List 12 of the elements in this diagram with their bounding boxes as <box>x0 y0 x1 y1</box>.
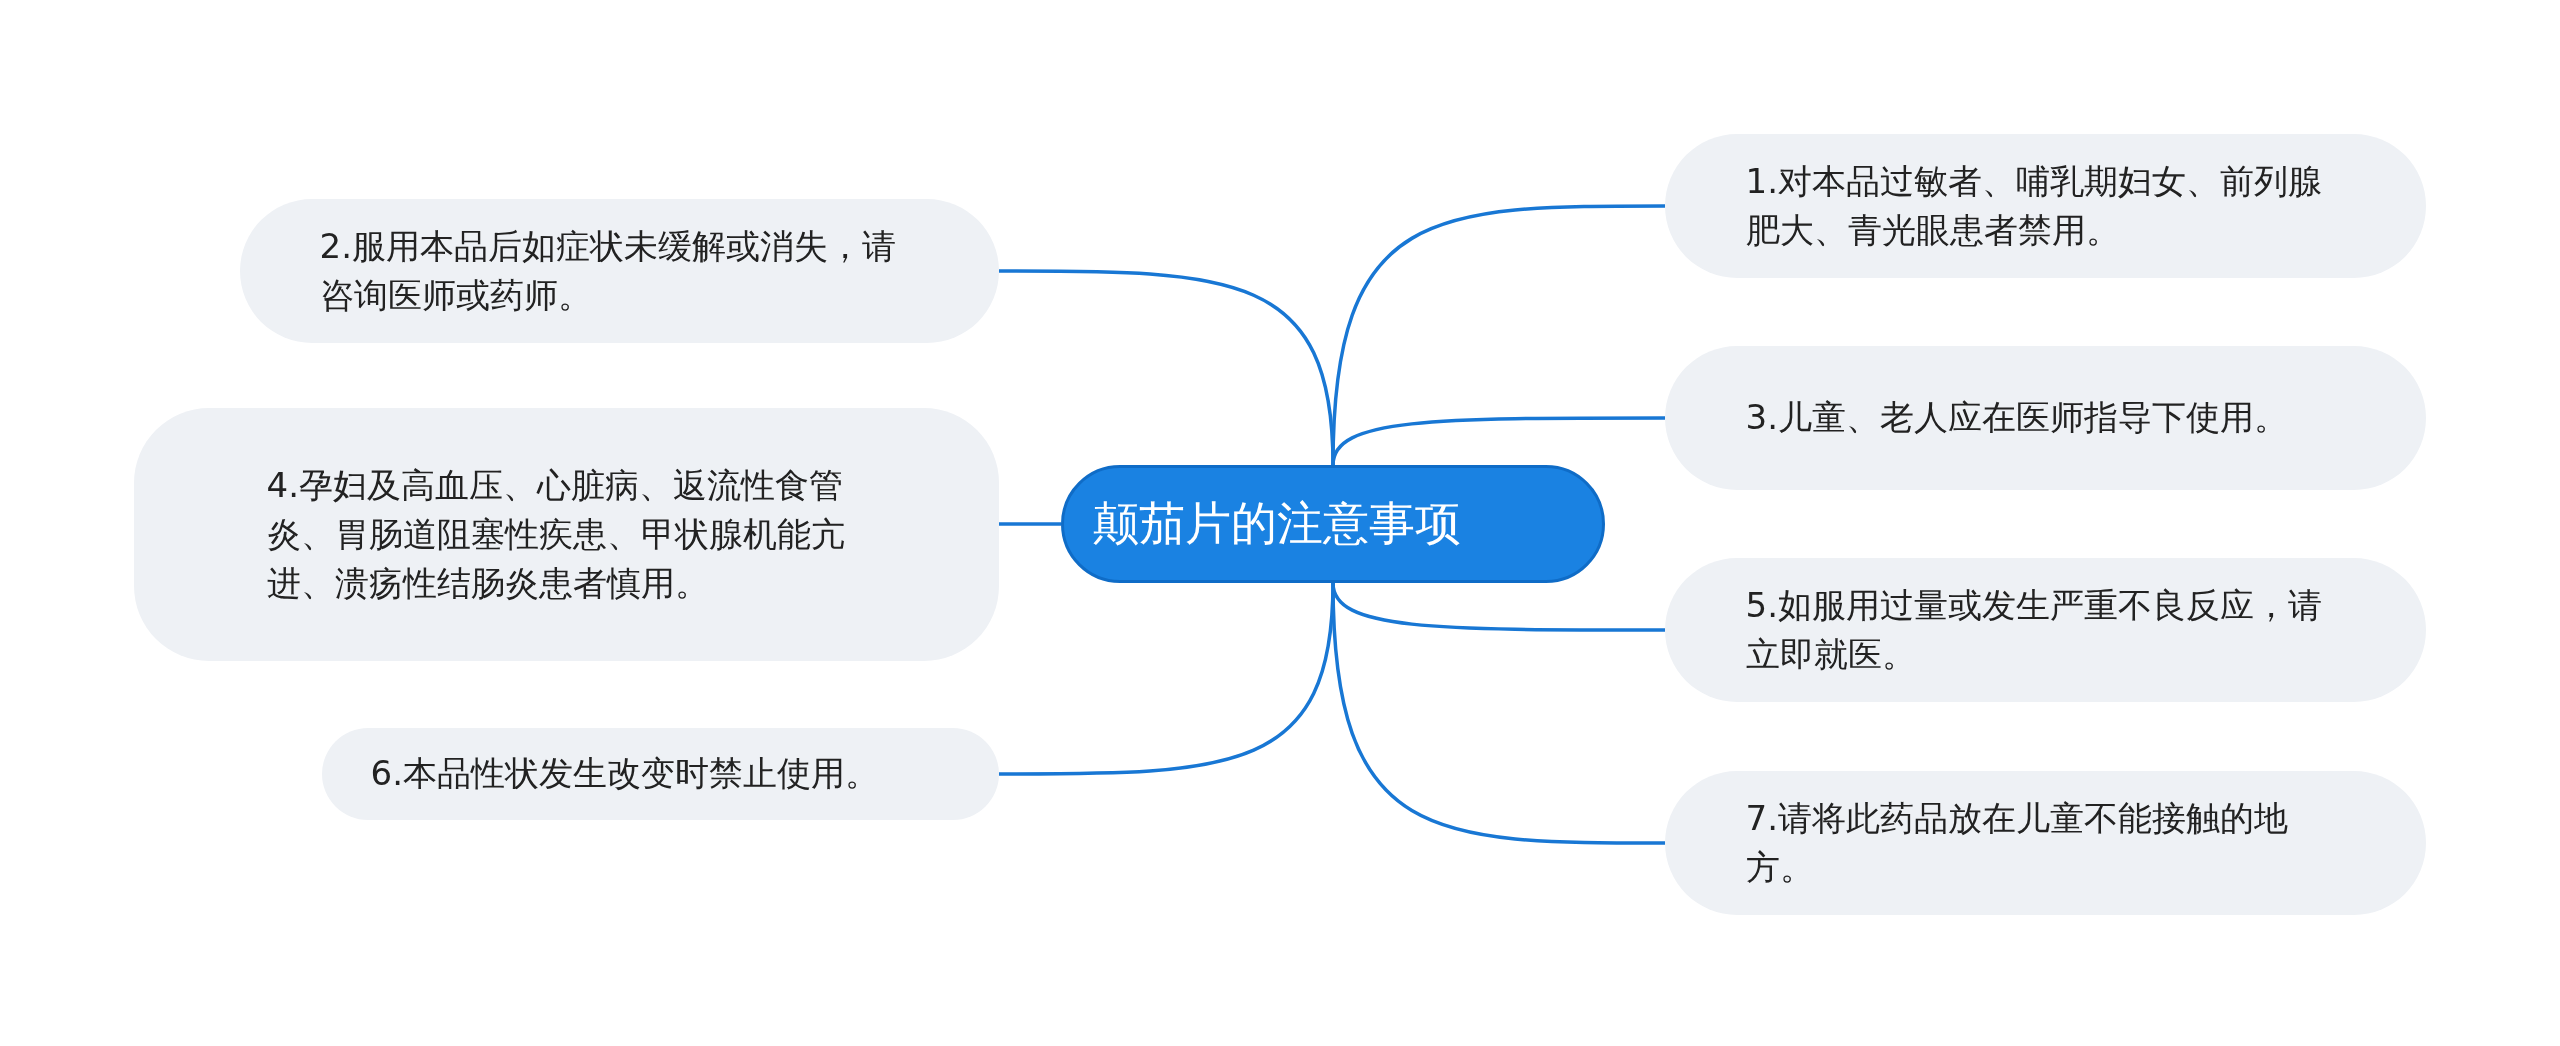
topic-bubble <box>134 408 999 661</box>
topic-text: 4.孕妇及高血压、心脏病、返流性食管炎、胃肠道阻塞性疾患、甲状腺机能亢进、溃疡性结肠炎患者慎用。 <box>266 463 846 606</box>
topic-text: 7.请将此药品放在儿童不能接触的地方。 <box>1745 796 2289 889</box>
topic-text: 1.对本品过敏者、哺乳期妇女、前列腺肥大、青光眼患者禁用。 <box>1745 159 2323 252</box>
topic-text: 2.服用本品后如症状未缓解或消失，请咨询医师或药师。 <box>319 224 897 317</box>
connector-line <box>999 522 1061 526</box>
topic-text: 5.如服用过量或发生严重不良反应，请立即就医。 <box>1745 583 2323 676</box>
topic-text: 3.儿童、老人应在医师指导下使用。 <box>1745 396 2289 440</box>
connector-line <box>1331 416 1665 466</box>
topic-title: 颠茄片的注意事项 <box>1093 495 1462 553</box>
connector-line <box>1331 582 1665 845</box>
topic-text: 6.本品性状发生改变时禁止使用。 <box>370 752 880 796</box>
